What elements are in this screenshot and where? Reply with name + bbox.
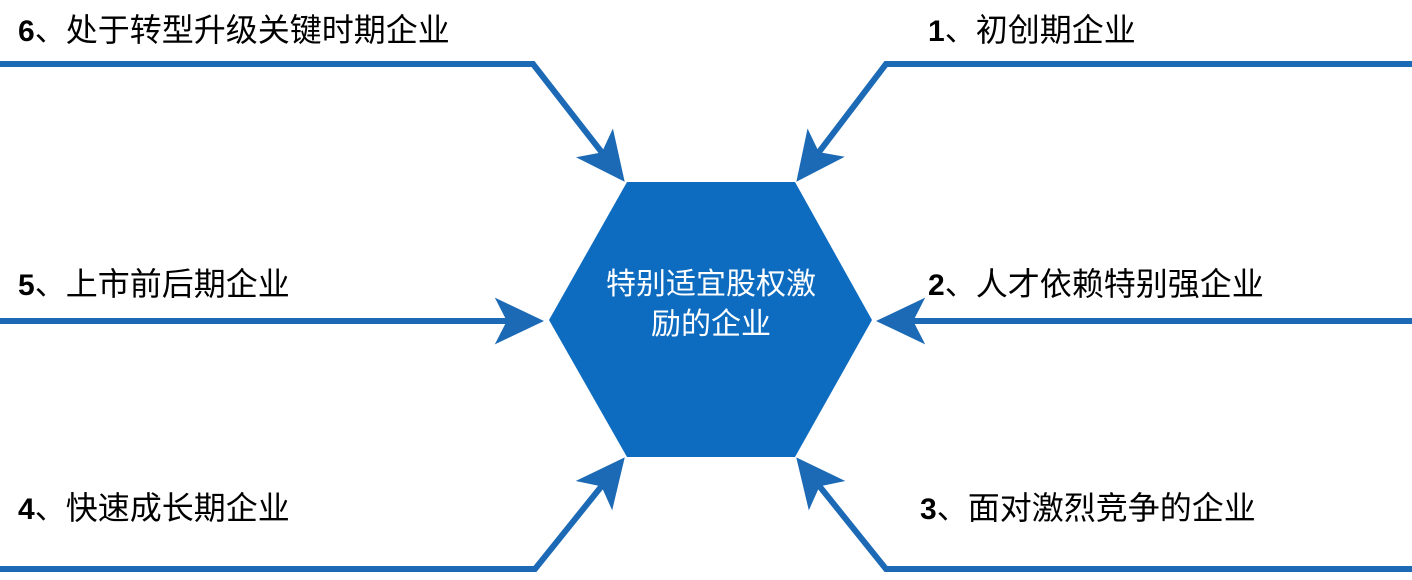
spoke-label-2: 2、人才依赖特别强企业 — [928, 266, 1264, 302]
spoke-separator-4: 、 — [34, 491, 66, 526]
spoke-number-5: 5 — [18, 269, 35, 302]
spoke-number-2: 2 — [928, 269, 945, 302]
spoke-label-5: 5、上市前后期企业 — [18, 266, 290, 302]
spoke-text-2: 人才依赖特别强企业 — [975, 266, 1264, 302]
spoke-separator-2: 、 — [944, 267, 976, 302]
spoke-number-3: 3 — [920, 493, 937, 526]
spoke-separator-6: 、 — [34, 13, 66, 48]
connector-3 — [796, 457, 1412, 572]
spoke-number-6: 6 — [18, 15, 35, 48]
spoke-number-1: 1 — [928, 15, 945, 48]
spoke-separator-1: 、 — [944, 13, 976, 48]
connector-4 — [0, 457, 625, 572]
spoke-text-5: 上市前后期企业 — [65, 266, 290, 302]
spoke-separator-3: 、 — [936, 491, 968, 526]
spoke-label-3: 3、面对激烈竞争的企业 — [920, 490, 1256, 526]
spoke-label-6: 6、处于转型升级关键时期企业 — [18, 12, 450, 48]
connector-6 — [0, 61, 625, 182]
spoke-label-4: 4、快速成长期企业 — [18, 490, 290, 526]
spoke-text-3: 面对激烈竞争的企业 — [967, 490, 1256, 526]
spoke-separator-5: 、 — [34, 267, 66, 302]
connector-1 — [796, 61, 1412, 182]
spoke-label-1: 1、初创期企业 — [928, 12, 1136, 48]
spoke-text-4: 快速成长期企业 — [65, 490, 290, 526]
center-hexagon — [549, 182, 872, 457]
spoke-text-6: 处于转型升级关键时期企业 — [65, 12, 450, 48]
spoke-text-1: 初创期企业 — [975, 12, 1136, 48]
spoke-number-4: 4 — [18, 493, 35, 526]
